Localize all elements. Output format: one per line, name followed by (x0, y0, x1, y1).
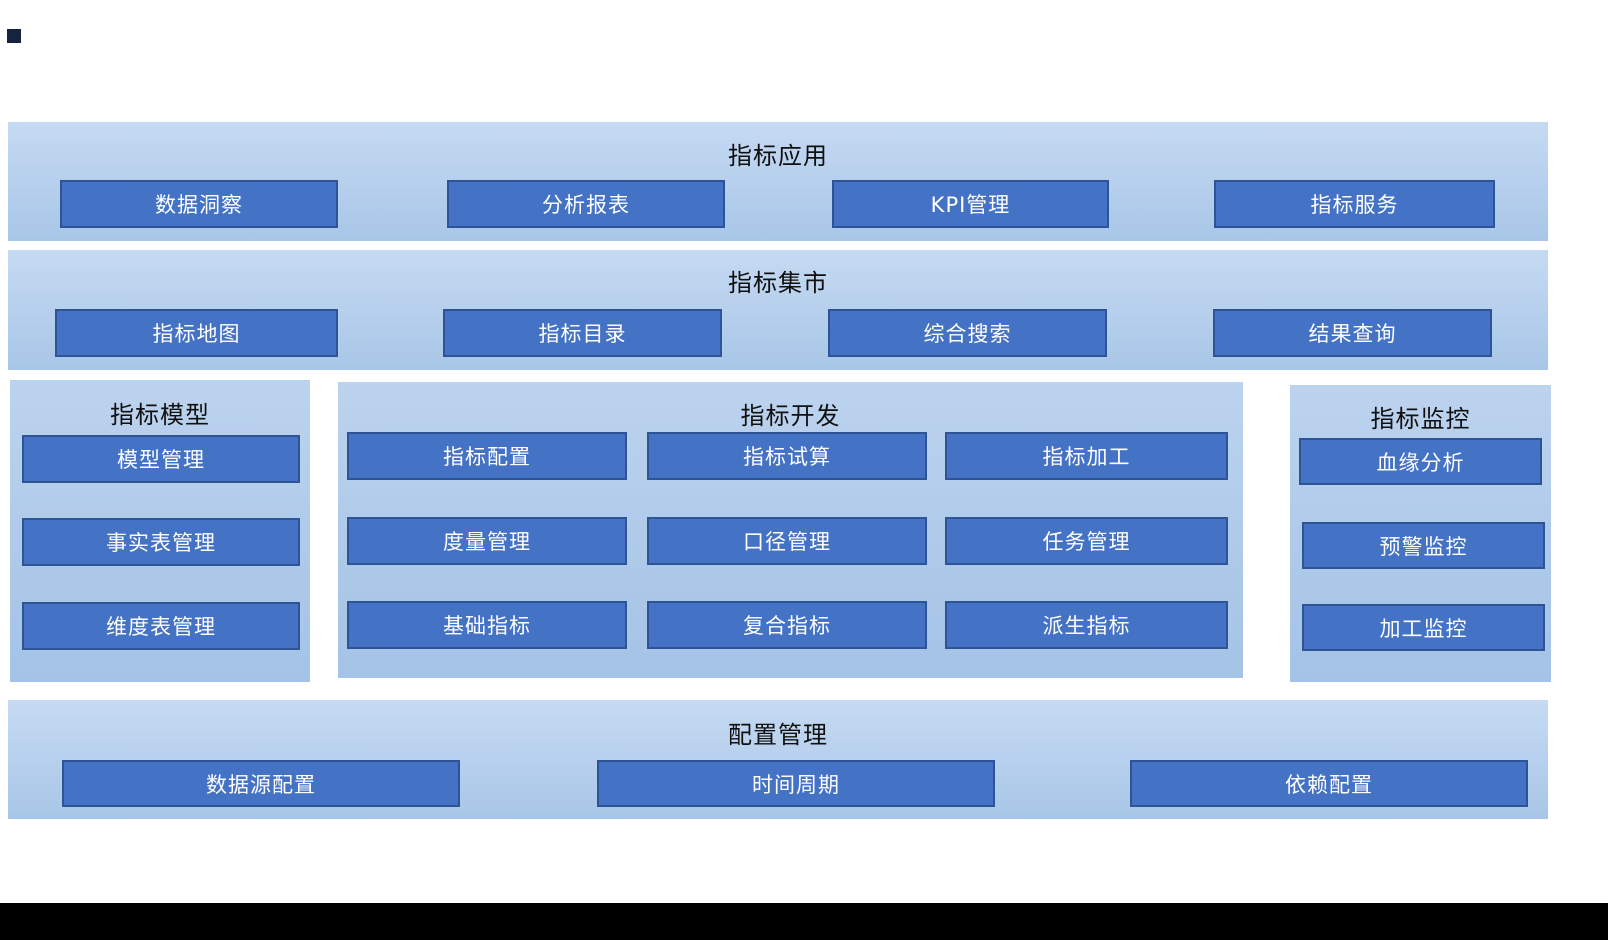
dev-box-basic-metric: 基础指标 (347, 601, 627, 649)
model-box-model-mgmt: 模型管理 (22, 435, 300, 483)
dev-box-measure-mgmt: 度量管理 (347, 517, 627, 565)
decorative-corner-mark (7, 29, 21, 43)
dev-box-task-mgmt: 任务管理 (945, 517, 1228, 565)
dev-box-caliber-mgmt: 口径管理 (647, 517, 927, 565)
monitor-box-lineage: 血缘分析 (1299, 438, 1542, 485)
section-market: 指标集市 指标地图 指标目录 综合搜索 结果查询 (8, 250, 1548, 370)
section-title-config: 配置管理 (728, 721, 828, 749)
section-title-model: 指标模型 (110, 401, 210, 429)
section-dev: 指标开发 指标配置 指标试算 指标加工 度量管理 口径管理 任务管理 基础指标 … (338, 382, 1243, 678)
section-title-app: 指标应用 (728, 142, 828, 170)
section-title-dev: 指标开发 (740, 402, 841, 430)
market-box-search: 综合搜索 (828, 309, 1107, 357)
monitor-box-alert: 预警监控 (1302, 522, 1545, 569)
dev-box-derived-metric: 派生指标 (945, 601, 1228, 649)
dev-box-composite-metric: 复合指标 (647, 601, 927, 649)
dev-box-metric-trial: 指标试算 (647, 432, 927, 480)
dev-box-metric-config: 指标配置 (347, 432, 627, 480)
market-box-metric-catalog: 指标目录 (443, 309, 722, 357)
section-app: 指标应用 数据洞察 分析报表 KPI管理 指标服务 (8, 122, 1548, 241)
config-box-dependency: 依赖配置 (1130, 760, 1528, 807)
app-box-data-insight: 数据洞察 (60, 180, 338, 228)
config-box-time-period: 时间周期 (597, 760, 995, 807)
dev-box-metric-process: 指标加工 (945, 432, 1228, 480)
section-model: 指标模型 模型管理 事实表管理 维度表管理 (10, 380, 310, 682)
app-box-metric-service: 指标服务 (1214, 180, 1495, 228)
bottom-letterbox-bar (0, 903, 1608, 940)
model-box-dim-table-mgmt: 维度表管理 (22, 602, 300, 650)
app-box-analysis-report: 分析报表 (447, 180, 725, 228)
market-box-metric-map: 指标地图 (55, 309, 338, 357)
config-box-datasource: 数据源配置 (62, 760, 460, 807)
section-config: 配置管理 数据源配置 时间周期 依赖配置 (8, 700, 1548, 819)
market-box-result-query: 结果查询 (1213, 309, 1492, 357)
section-monitor: 指标监控 血缘分析 预警监控 加工监控 (1290, 385, 1551, 682)
monitor-box-processing: 加工监控 (1302, 604, 1545, 651)
app-box-kpi-management: KPI管理 (832, 180, 1109, 228)
model-box-fact-table-mgmt: 事实表管理 (22, 518, 300, 566)
section-title-monitor: 指标监控 (1370, 405, 1471, 433)
section-title-market: 指标集市 (728, 269, 828, 297)
